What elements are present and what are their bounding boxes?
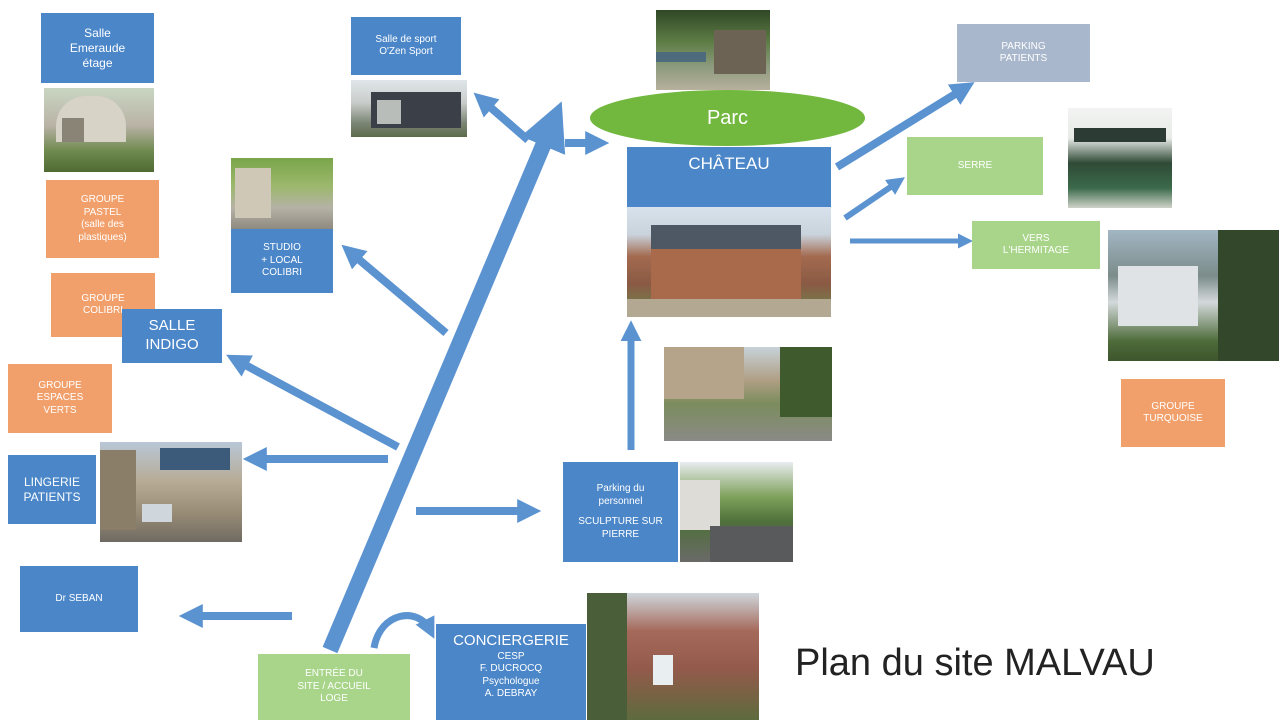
building-photo-sport [351, 80, 467, 137]
building-photo-serre [1068, 108, 1172, 208]
building-photo-lingerie [100, 442, 242, 542]
box-groupe-espaces-verts: GROUPE ESPACES VERTS [8, 364, 112, 433]
box-serre: SERRE [907, 137, 1043, 195]
box-dr-seban: Dr SEBAN [20, 566, 138, 632]
oval-parc: Parc [590, 90, 865, 146]
arrow-to-parking-patients [834, 82, 975, 171]
building-photo-parking [664, 347, 832, 441]
box-studio: STUDIO + LOCAL COLIBRI [231, 229, 333, 293]
building-photo-parc [656, 10, 770, 90]
building-photo-emeraude [44, 88, 154, 172]
arrow-to-conciergerie [370, 612, 435, 649]
arrow-to-studio [341, 244, 449, 337]
building-photo-hermitage [1108, 230, 1279, 361]
arrow-to-serre [843, 177, 905, 221]
box-lingerie-patients: LINGERIE PATIENTS [8, 455, 96, 524]
page-title: Plan du site MALVAU [795, 642, 1155, 684]
box-groupe-turquoise: GROUPE TURQUOISE [1121, 379, 1225, 447]
building-photo-studio [231, 158, 333, 229]
box-chateau: CHÂTEAU [627, 147, 831, 207]
box-salle-emeraude: Salle Emeraude étage [41, 13, 154, 83]
box-groupe-pastel: GROUPE PASTEL (salle des plastiques) [46, 180, 159, 258]
box-parking-personnel: Parking du personnel SCULPTURE SUR PIERR… [563, 462, 678, 562]
box-vers-hermitage: VERS L'HERMITAGE [972, 221, 1100, 269]
building-photo-conciergerie [587, 593, 759, 720]
box-conciergerie: CONCIERGERIE CESP F. DUCROCQ Psychologue… [436, 624, 586, 720]
building-photo-chateau [627, 207, 831, 317]
arrow-to-sport [473, 92, 531, 144]
building-photo-road [680, 462, 793, 562]
main-path-arrow [322, 101, 566, 654]
arrow-to-indigo [226, 354, 400, 451]
box-parking-patients: PARKING PATIENTS [957, 24, 1090, 82]
box-salle-de-sport: Salle de sport O'Zen Sport [351, 17, 461, 75]
box-salle-indigo: SALLE INDIGO [122, 309, 222, 363]
box-entree: ENTRÉE DU SITE / ACCUEIL LOGE [258, 654, 410, 720]
